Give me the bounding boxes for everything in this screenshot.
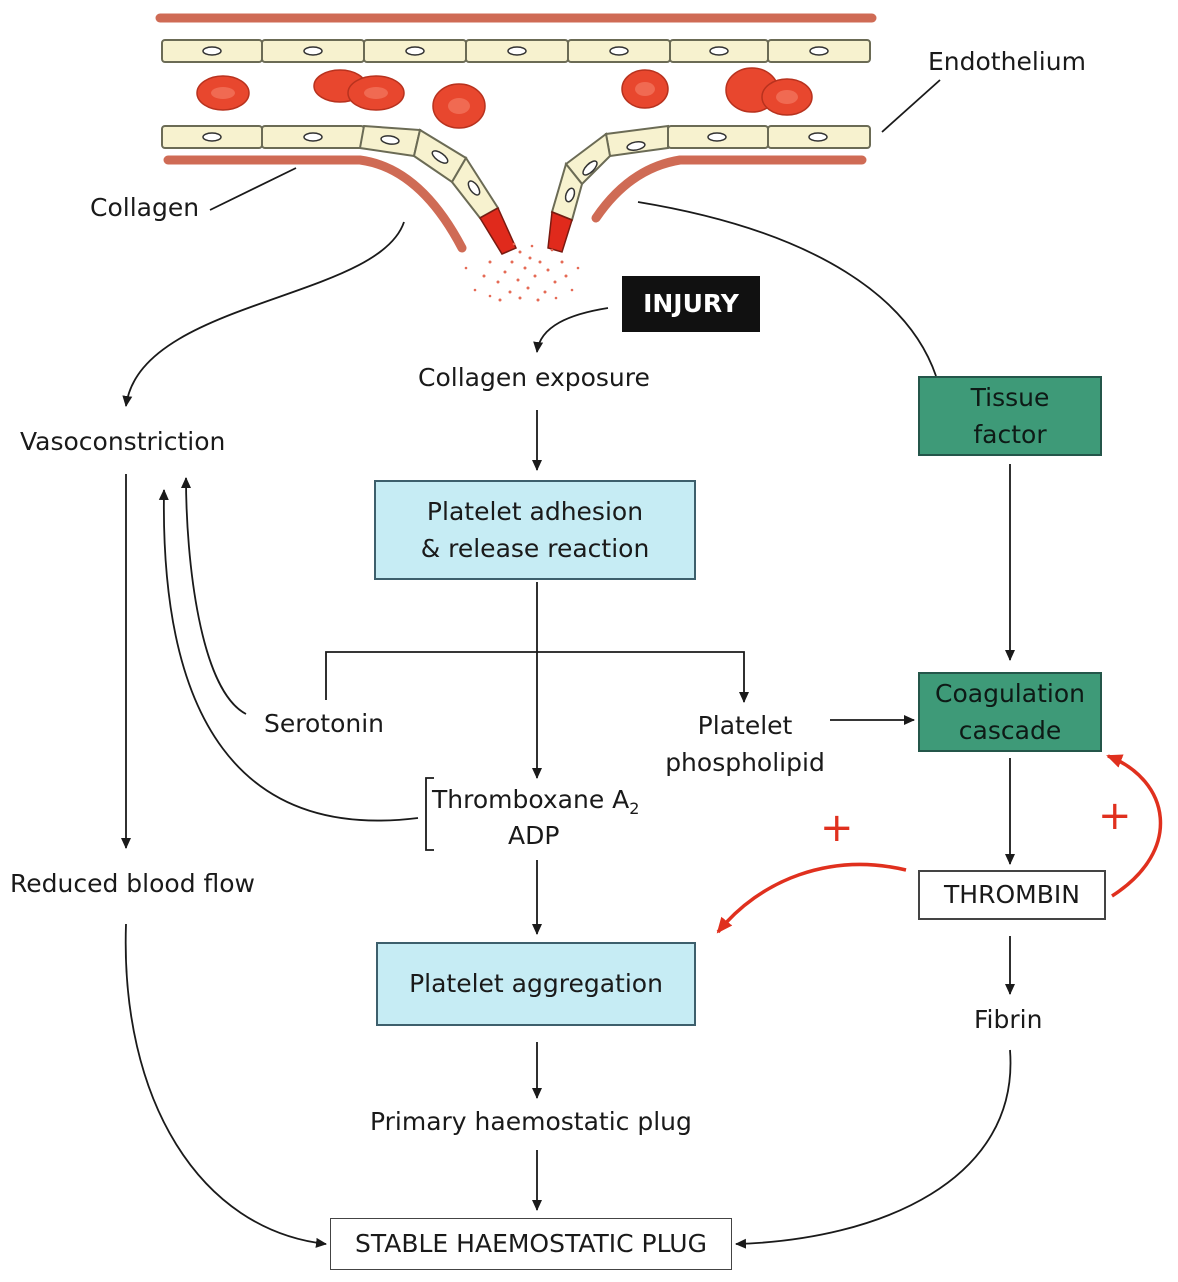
reduced-flow-to-stable-plug-arrow <box>124 923 327 1248</box>
damaged-cell-right <box>547 210 573 253</box>
thromboxane-bracket <box>425 777 434 851</box>
reduced-blood-flow-label: Reduced blood flow <box>10 869 255 898</box>
positive-feedback-arrows <box>716 754 1163 934</box>
collagen-right <box>591 155 867 223</box>
wall-to-tissue-factor-line <box>637 201 937 377</box>
vasoconstriction-label: Vasoconstriction <box>20 427 226 456</box>
endothelium-leader <box>881 79 941 133</box>
injury-label: INJURY <box>643 289 739 319</box>
collagen-to-vasoconstriction-arrow <box>122 221 405 407</box>
thromboxane-text: Thromboxane A <box>432 785 630 814</box>
platelet-aggregation-box: Platelet aggregation <box>376 942 696 1026</box>
tissue-factor-box: Tissue factor <box>918 376 1102 456</box>
serotonin-to-vasoconstriction-arrow <box>181 477 247 715</box>
tissue-factor-line2: factor <box>973 420 1047 449</box>
red-blood-cells <box>196 67 813 129</box>
connectors <box>121 201 1015 1249</box>
collagen-left <box>163 155 467 253</box>
thromboxane-to-vasoconstriction-arrow <box>158 489 419 822</box>
platelet-adhesion-line2: & release reaction <box>420 534 650 563</box>
damaged-cell-left <box>478 206 517 255</box>
serotonin-label: Serotonin <box>264 709 385 738</box>
stable-haemostatic-plug-label: STABLE HAEMOSTATIC PLUG <box>355 1229 707 1259</box>
collagen-leader <box>209 167 297 211</box>
adp-label: ADP <box>508 821 560 850</box>
stable-haemostatic-plug-box: STABLE HAEMOSTATIC PLUG <box>330 1218 732 1270</box>
platelet-adhesion-line1: Platelet adhesion <box>426 496 644 526</box>
endothelium-label: Endothelium <box>928 47 1086 76</box>
endothelium-bottom-nuclei <box>202 132 828 203</box>
injury-box: INJURY <box>622 276 760 332</box>
thrombin-to-aggregation-feedback-arrow <box>716 862 907 934</box>
fibrin-to-stable-plug-arrow <box>735 1049 1012 1249</box>
release-branch-line <box>325 651 749 703</box>
coagulation-line2: cascade <box>958 716 1062 745</box>
thrombin-box: THROMBIN <box>918 870 1106 920</box>
bleeding-dots <box>464 242 580 302</box>
thromboxane-subscript: 2 <box>629 799 640 818</box>
collagen-label: Collagen <box>90 193 200 222</box>
plus-sign-left: + <box>820 805 854 851</box>
red-blood-cell-centres <box>211 82 798 114</box>
fibrin-label: Fibrin <box>974 1005 1043 1034</box>
plus-sign-right: + <box>1098 793 1132 839</box>
thrombin-to-coagulation-feedback-arrow <box>1106 754 1163 898</box>
endothelium-top-nuclei <box>202 46 829 56</box>
thrombin-label: THROMBIN <box>944 880 1080 910</box>
platelet-aggregation-label: Platelet aggregation <box>409 969 663 999</box>
platelet-phospholipid-label: Platelet phospholipid <box>660 702 830 786</box>
platelet-adhesion-box: Platelet adhesion & release reaction <box>374 480 696 580</box>
injury-to-collagen-exposure-arrow <box>533 307 609 353</box>
platelet-phospholipid-line1: Platelet <box>697 710 793 740</box>
primary-haemostatic-plug-label: Primary haemostatic plug <box>370 1107 692 1136</box>
tissue-factor-line1: Tissue <box>970 382 1050 412</box>
thromboxane-label: Thromboxane A2 <box>432 782 639 820</box>
coagulation-line1: Coagulation <box>935 678 1085 708</box>
platelet-phospholipid-line2: phospholipid <box>665 748 825 777</box>
coagulation-cascade-box: Coagulation cascade <box>918 672 1102 752</box>
blood-vessel-illustration <box>155 13 941 302</box>
collagen-exposure-label: Collagen exposure <box>418 363 650 392</box>
